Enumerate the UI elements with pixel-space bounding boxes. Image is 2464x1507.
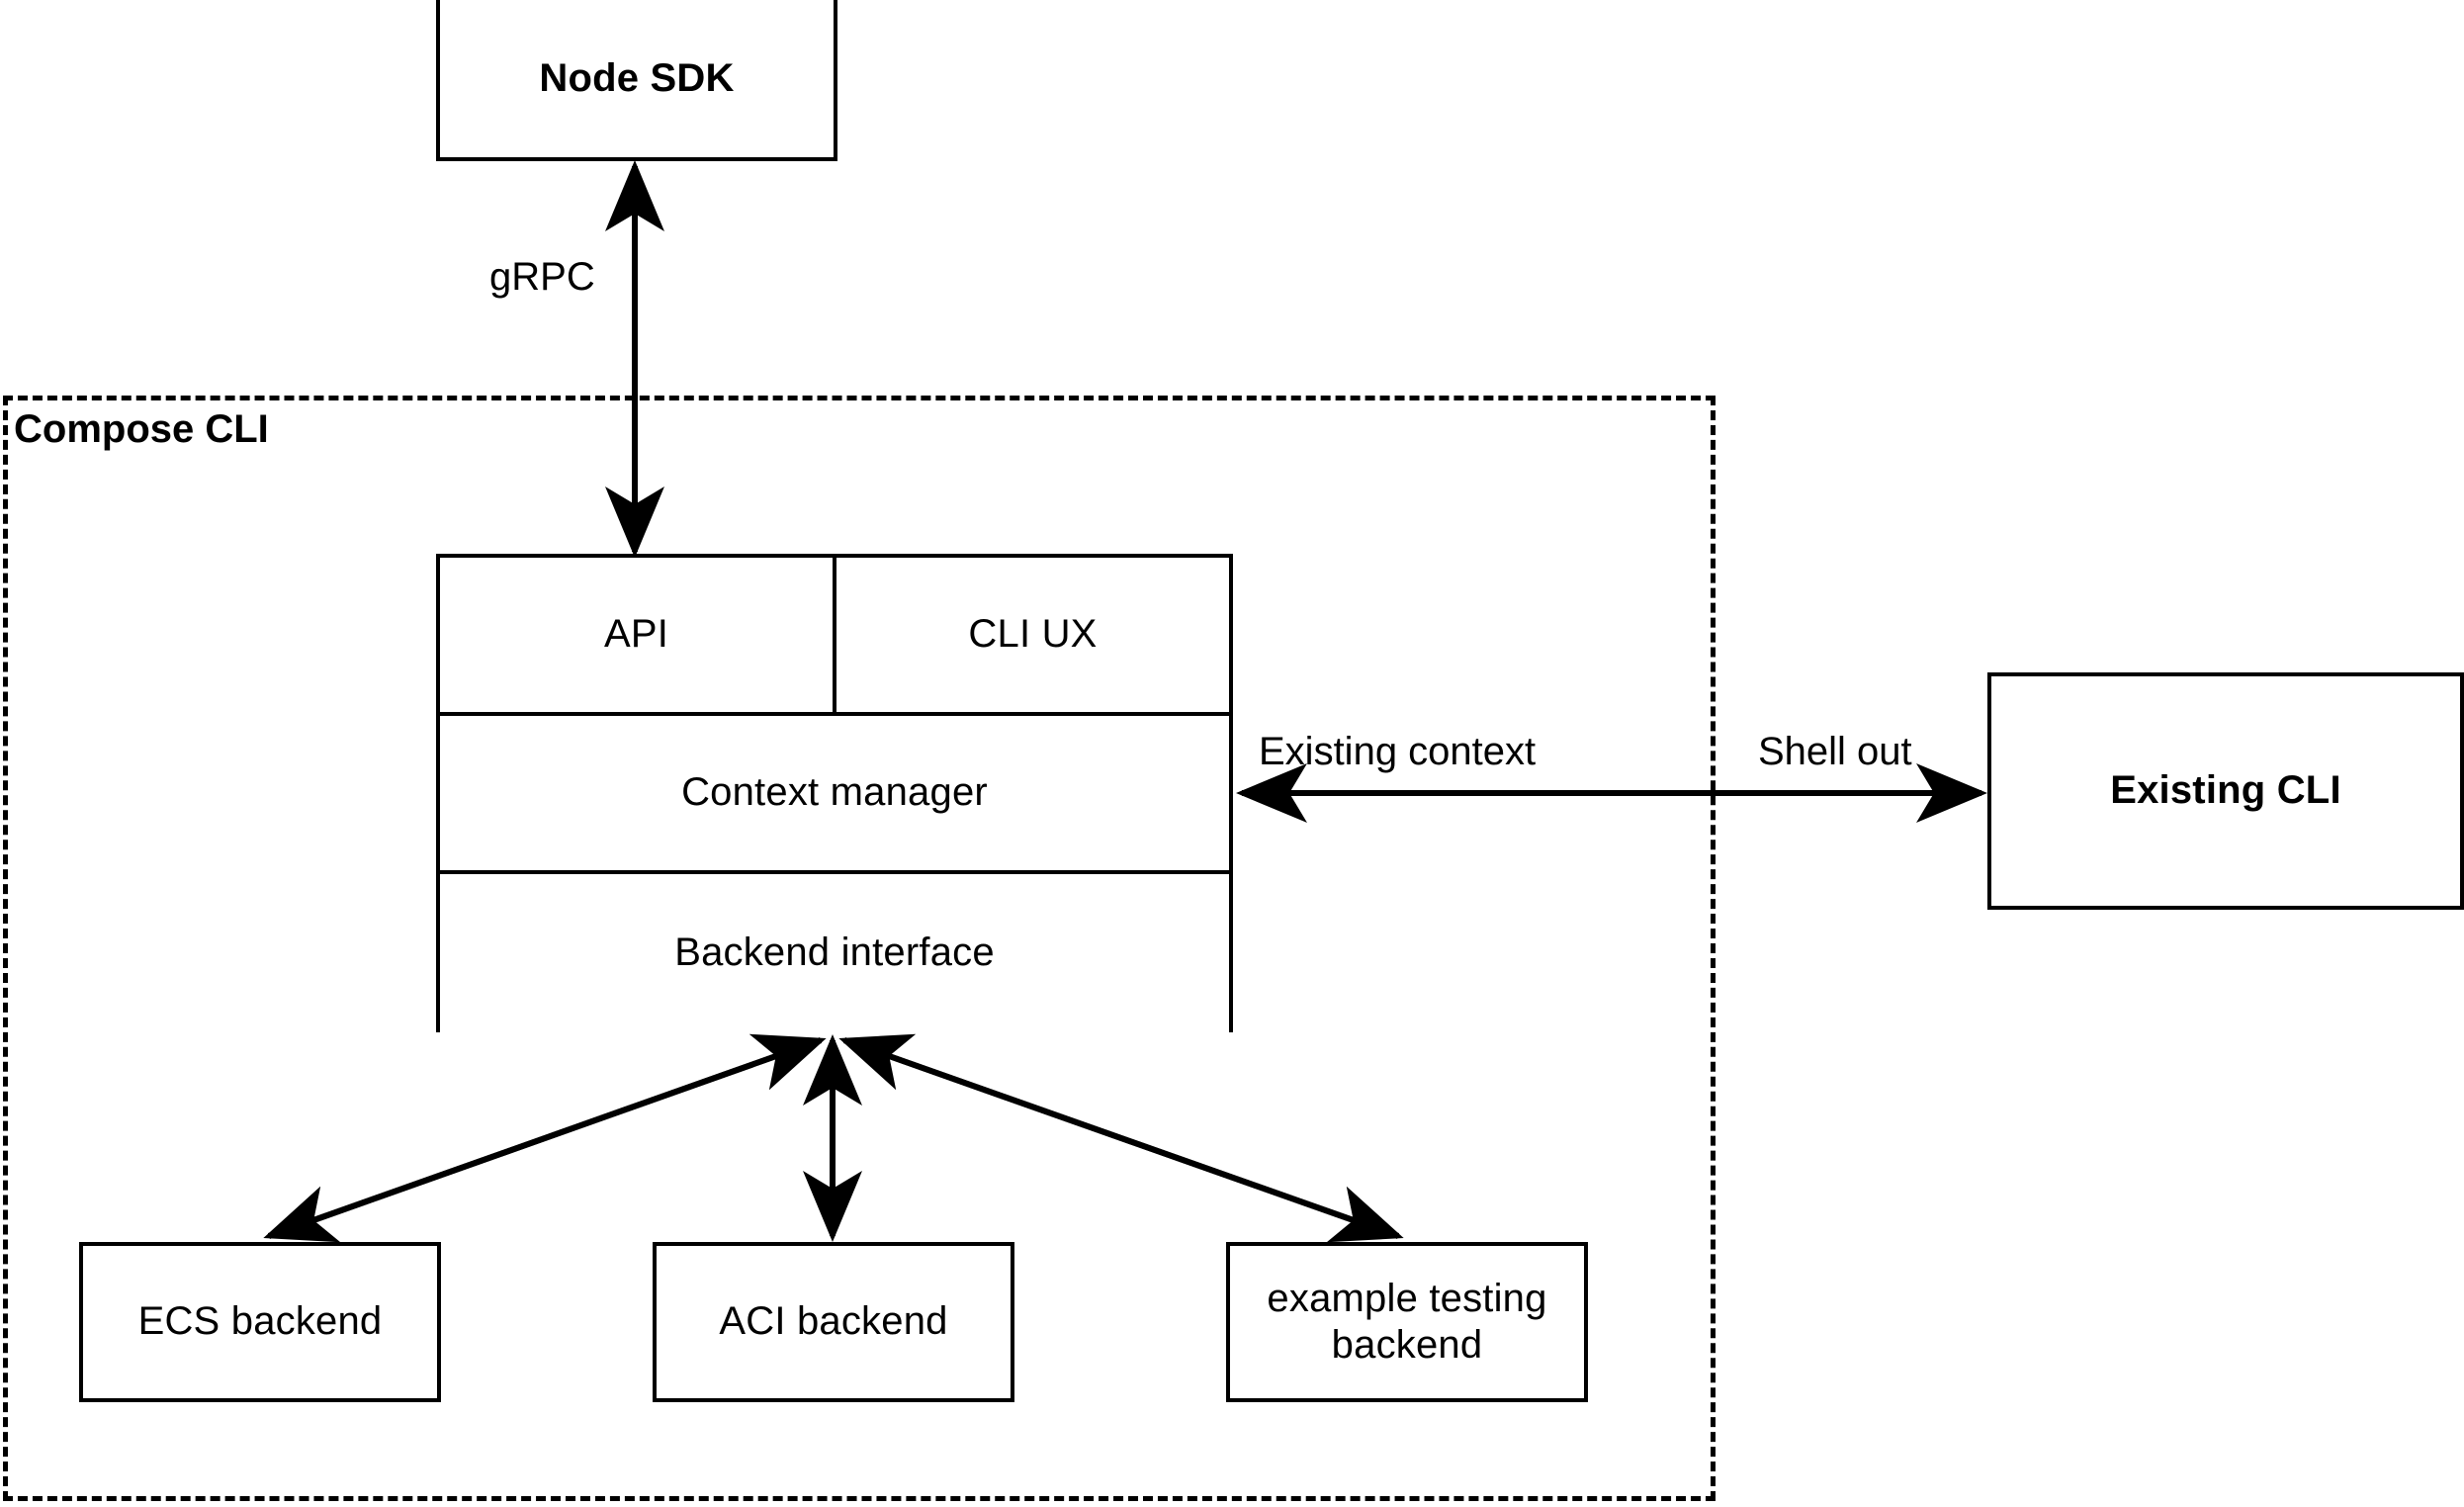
example-testing-backend-label: example testing backend	[1267, 1276, 1547, 1367]
stack-row-context-manager[interactable]: Context manager	[440, 716, 1229, 874]
existing-cli-label: Existing CLI	[2110, 768, 2341, 813]
backend-interface-cell[interactable]: Backend interface	[440, 874, 1229, 1032]
edge-label-existing-context: Existing context	[1259, 730, 1537, 773]
ecs-backend-box[interactable]: ECS backend	[79, 1242, 441, 1402]
api-cell[interactable]: API	[440, 558, 836, 712]
compose-cli-group-label: Compose CLI	[14, 407, 269, 451]
cli-ux-cell[interactable]: CLI UX	[836, 558, 1229, 712]
api-label: API	[603, 612, 669, 657]
edge-label-shell-out: Shell out	[1758, 730, 1912, 773]
backend-interface-label: Backend interface	[674, 931, 995, 975]
existing-cli-box[interactable]: Existing CLI	[1987, 672, 2464, 910]
cli-ux-label: CLI UX	[968, 612, 1098, 657]
stack-row-backend-interface[interactable]: Backend interface	[440, 874, 1229, 1032]
stack-row-api-cliux: API CLI UX	[440, 558, 1229, 716]
context-manager-cell[interactable]: Context manager	[440, 716, 1229, 870]
compose-cli-group-boundary	[3, 396, 1716, 1501]
ecs-backend-label: ECS backend	[137, 1299, 383, 1344]
node-sdk-box[interactable]: Node SDK	[436, 0, 837, 161]
example-testing-backend-box[interactable]: example testing backend	[1226, 1242, 1588, 1402]
aci-backend-label: ACI backend	[719, 1299, 948, 1344]
compose-cli-stack: API CLI UX Context manager Backend inter…	[436, 554, 1233, 1032]
edge-label-grpc: gRPC	[489, 255, 595, 299]
aci-backend-box[interactable]: ACI backend	[653, 1242, 1014, 1402]
node-sdk-label: Node SDK	[539, 55, 735, 100]
context-manager-label: Context manager	[681, 770, 988, 815]
